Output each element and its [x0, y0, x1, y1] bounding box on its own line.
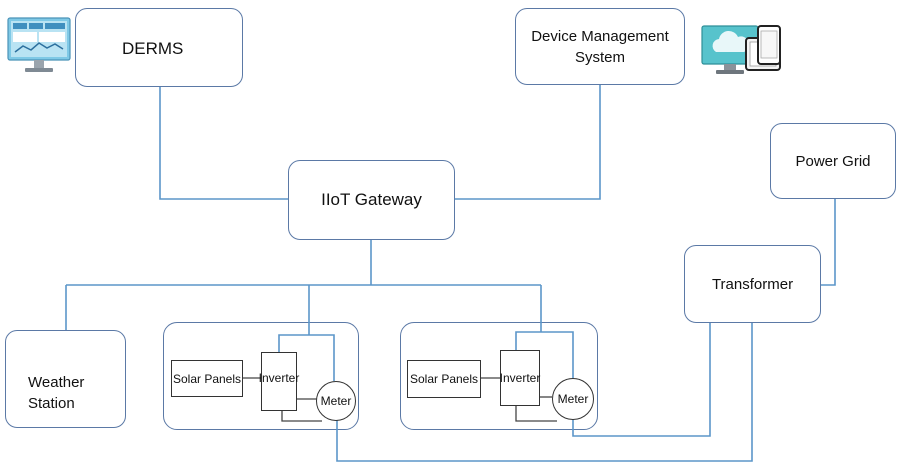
- derms-gateway-link: [159, 87, 288, 200]
- site1-solar-panels: Solar Panels: [171, 360, 243, 397]
- site2-inverter-label: Inverter: [499, 371, 541, 385]
- site1-solar-panels-label: Solar Panels: [172, 371, 242, 386]
- cloud-devices-icon: [701, 25, 781, 74]
- device-management-label-line1: Device Management: [531, 27, 669, 45]
- device-management-label: Device Management System: [531, 26, 669, 68]
- site2-meter-label: Meter: [557, 392, 589, 406]
- transformer-label: Transformer: [711, 275, 794, 293]
- weather-station-box: Weather Station: [5, 330, 126, 428]
- device-management-label-line2: System: [574, 48, 625, 66]
- site1-inverter-wire-inner: [278, 334, 335, 381]
- site2-meter: Meter: [552, 378, 594, 420]
- derms-label: DERMS: [122, 39, 184, 58]
- transformer-box: Transformer: [684, 245, 821, 323]
- power-grid-label: Power Grid: [795, 152, 871, 170]
- device-management-box: Device Management System: [515, 8, 685, 85]
- site2-solar-panels: Solar Panels: [407, 360, 481, 398]
- site1-meter: Meter: [316, 381, 356, 421]
- power-grid-box: Power Grid: [770, 123, 896, 199]
- site1-meter-label: Meter: [320, 394, 352, 408]
- iiot-gateway-box: IIoT Gateway: [288, 160, 455, 240]
- site2-return-wire-inner: [515, 406, 557, 422]
- site1-inverter: Inverter: [258, 352, 300, 411]
- site2-inverter: Inverter: [500, 350, 540, 406]
- weather-station-label: Weather Station: [28, 372, 84, 414]
- iiot-gateway-label: IIoT Gateway: [321, 190, 422, 209]
- weather-station-label-line1: Weather: [28, 374, 85, 391]
- grid-transformer-link: [821, 199, 836, 286]
- site2-solar-panels-label: Solar Panels: [409, 372, 479, 386]
- dashboard-monitor-icon: [7, 17, 71, 72]
- transformer-site1-link: [336, 323, 753, 462]
- site1-return-wire-inner: [281, 411, 322, 422]
- site2-inverter-wire-inner: [515, 331, 574, 378]
- derms-box: DERMS: [75, 8, 243, 87]
- weather-station-label-line2: Station: [28, 395, 75, 412]
- site1-inverter-label: Inverter: [258, 371, 300, 385]
- dms-gateway-link: [455, 85, 601, 200]
